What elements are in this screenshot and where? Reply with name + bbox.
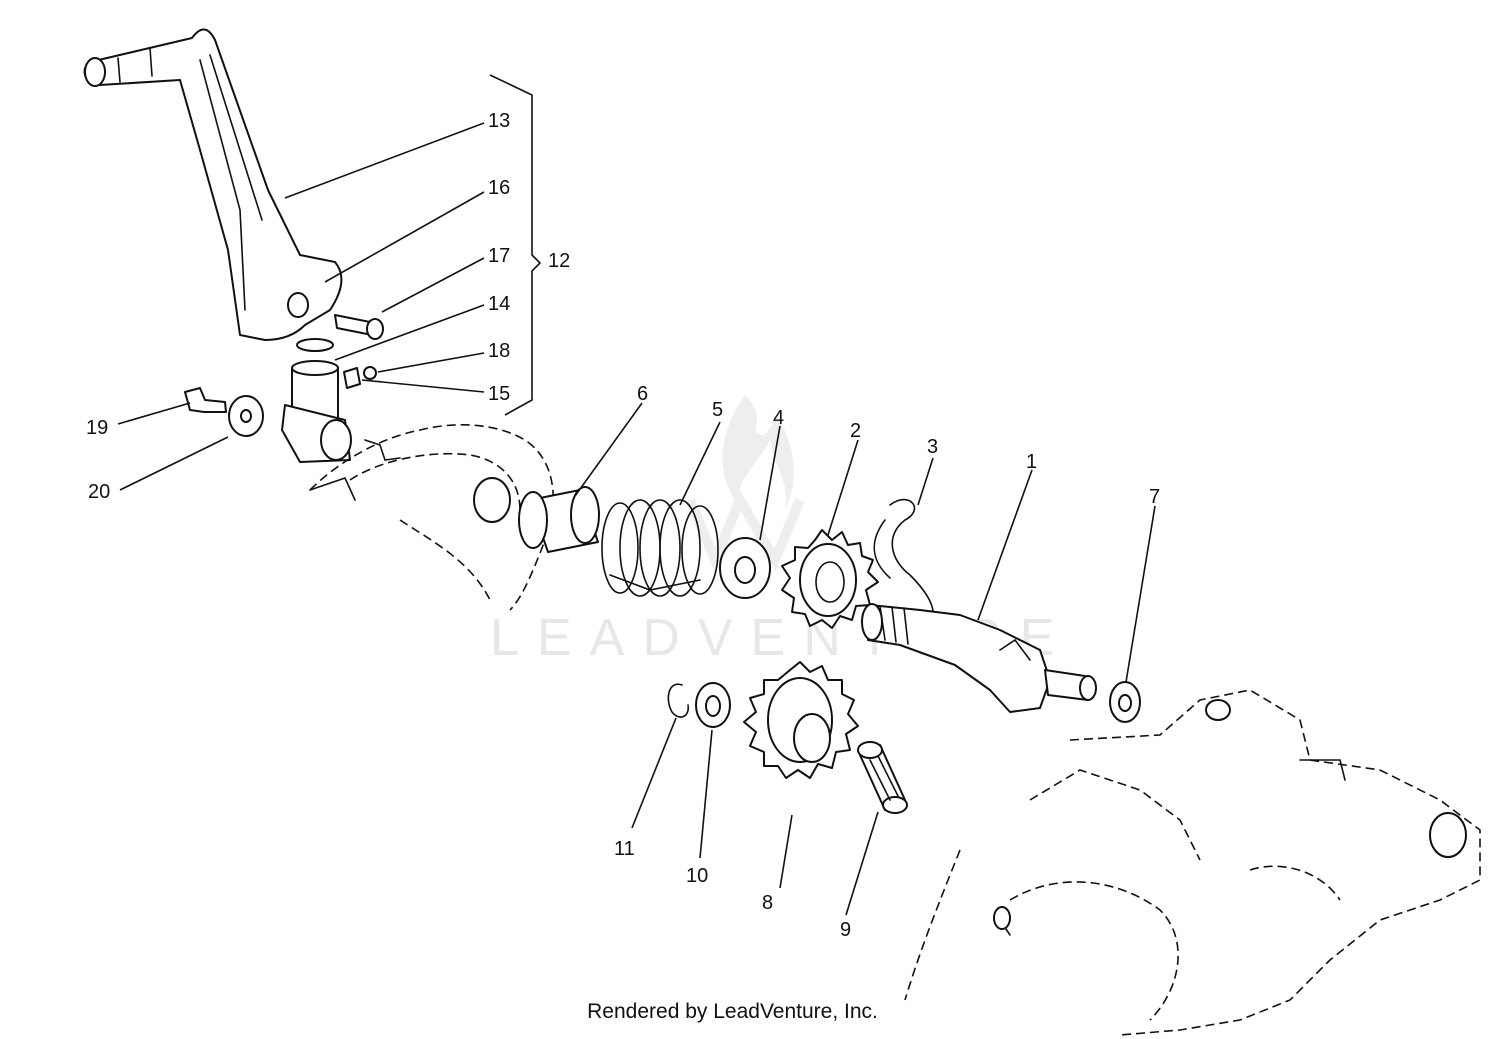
callout-19: 19 [86,417,108,439]
bushing [518,486,600,553]
kick-shaft [861,603,1097,713]
lever-small-parts [281,314,384,463]
group-12-bracket [489,74,542,416]
callout-2: 2 [850,420,861,442]
callout-11: 11 [614,838,635,860]
engine-case-left [309,424,554,611]
callout-5: 5 [712,399,723,421]
engine-case-right [904,689,1481,1036]
callout-3: 3 [927,436,938,458]
callout-6: 6 [637,383,648,405]
bolt-and-washer [184,387,264,437]
callout-13: 13 [488,110,510,132]
retaining-clip [873,498,935,626]
callout-8: 8 [762,892,773,914]
callout-7: 7 [1149,486,1160,508]
callout-14: 14 [488,293,510,315]
kick-gear [781,529,879,629]
leader-lines [117,122,1156,916]
callout-15: 15 [488,383,510,405]
watermark-logo [685,395,805,573]
kick-spring [601,499,719,597]
circlip-and-washer [667,682,731,728]
shaft-washer [1109,681,1141,723]
callout-18: 18 [488,340,510,362]
callout-17: 17 [488,245,510,267]
callout-4: 4 [773,407,784,429]
callout-16: 16 [488,177,510,199]
callout-labels: 1 2 3 4 5 6 7 8 9 10 11 12 13 14 15 16 1… [86,110,1160,941]
callout-12: 12 [548,250,570,272]
callout-9: 9 [840,919,851,941]
credit-text: Rendered by LeadVenture, Inc. [587,1000,878,1023]
callout-1: 1 [1026,451,1037,473]
idle-gear [743,661,859,779]
kick-lever [83,28,343,341]
callout-10: 10 [686,865,708,887]
needle-bearing [857,741,908,814]
callout-20: 20 [88,481,110,503]
spring-washer [719,537,771,599]
